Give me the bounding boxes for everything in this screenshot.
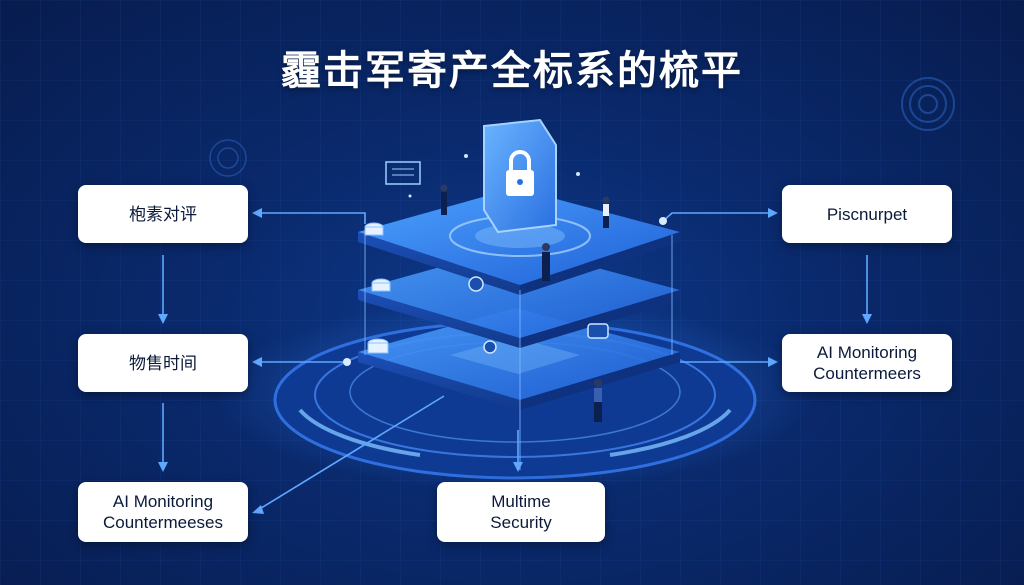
left-top-label: 枹素对评	[129, 204, 197, 224]
padlock-icon	[483, 118, 557, 234]
connector-nodes	[343, 217, 667, 366]
platform-connectors	[364, 235, 673, 470]
left-bottom-label: AI Monitoring Countermeeses	[102, 492, 223, 532]
right-middle-label: AI Monitoring Countermeers	[813, 343, 921, 383]
database-icon	[364, 222, 391, 354]
left-middle-box: 物售时间	[78, 334, 248, 392]
target-icon	[209, 77, 955, 177]
left-top-box: 枹素对评	[78, 185, 248, 243]
sparkle-dots	[408, 154, 580, 198]
person-icon	[440, 184, 610, 422]
right-middle-box: AI Monitoring Countermeers	[782, 334, 952, 392]
bottom-center-box: Multime Security	[437, 482, 605, 542]
page-title: 霾击军寄产全标系的梳平	[281, 48, 743, 94]
bottom-center-label: Multime Security	[490, 492, 552, 532]
monitor-icon	[385, 161, 421, 185]
left-middle-label: 物售时间	[129, 353, 197, 373]
right-top-box: Piscnurpet	[782, 185, 952, 243]
small-lock-icon	[468, 276, 609, 354]
arrowheads	[158, 208, 872, 514]
left-bottom-box: AI Monitoring Countermeeses	[78, 482, 248, 542]
right-top-label: Piscnurpet	[826, 204, 908, 224]
